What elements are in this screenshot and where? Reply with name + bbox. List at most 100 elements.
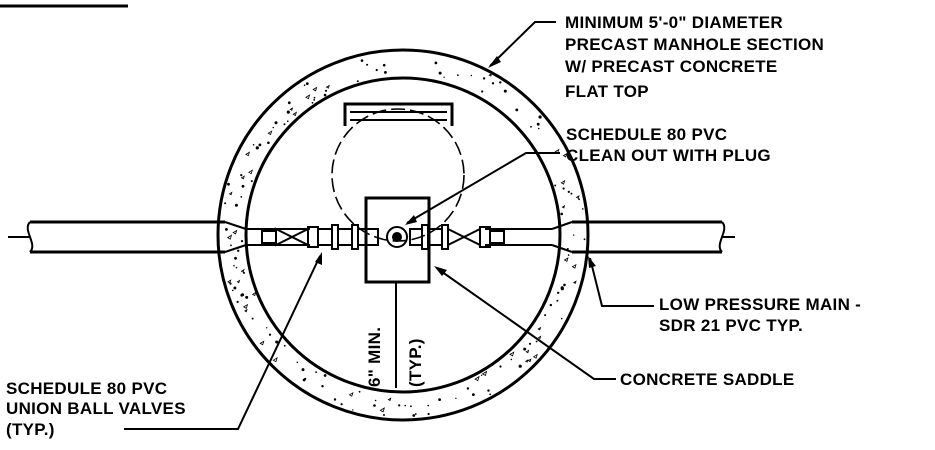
concrete-speckle <box>575 194 580 199</box>
concrete-speckle <box>556 299 559 302</box>
concrete-speckle <box>352 409 354 411</box>
concrete-speckle <box>561 204 566 209</box>
concrete-speckle <box>324 89 328 92</box>
concrete-speckle <box>562 187 565 190</box>
concrete-speckle <box>245 295 249 299</box>
concrete-speckle <box>560 317 563 320</box>
concrete-speckle <box>472 393 475 396</box>
concrete-speckle <box>233 286 237 290</box>
concrete-speckle <box>313 99 316 101</box>
concrete-speckle <box>255 146 259 150</box>
concrete-speckle <box>499 365 502 368</box>
concrete-speckle <box>563 283 566 287</box>
concrete-speckle <box>258 143 262 147</box>
concrete-speckle <box>259 340 265 346</box>
saddle-callout: CONCRETE SADDLE <box>620 370 795 389</box>
concrete-speckle <box>571 263 577 269</box>
concrete-speckle <box>578 198 580 201</box>
concrete-speckle <box>303 84 306 86</box>
concrete-speckle <box>283 344 286 347</box>
svg-text:LOW PRESSURE MAIN -: LOW PRESSURE MAIN - <box>659 295 861 314</box>
concrete-speckle <box>227 279 232 284</box>
concrete-speckle <box>560 286 564 290</box>
concrete-speckle <box>275 340 279 344</box>
concrete-speckle <box>549 303 552 307</box>
concrete-speckle <box>573 234 575 236</box>
concrete-speckle <box>538 115 542 119</box>
concrete-speckle <box>455 397 457 399</box>
concrete-speckle <box>333 398 337 401</box>
concrete-speckle <box>230 244 232 247</box>
concrete-speckle <box>240 240 244 243</box>
concrete-speckle <box>366 63 369 66</box>
concrete-speckle <box>226 234 233 240</box>
svg-text:CLEAN OUT WITH PLUG: CLEAN OUT WITH PLUG <box>566 146 771 165</box>
concrete-speckle <box>286 110 290 114</box>
concrete-speckle <box>312 86 318 92</box>
concrete-speckle <box>582 208 584 210</box>
concrete-speckle <box>443 76 445 79</box>
concrete-speckle <box>524 359 529 363</box>
concrete-speckle <box>528 342 532 345</box>
valves-callout: SCHEDULE 80 PVC UNION BALL VALVES (TYP.) <box>6 379 186 439</box>
concrete-speckle <box>272 357 278 363</box>
concrete-speckle <box>315 371 317 373</box>
concrete-speckle <box>438 71 442 75</box>
concrete-speckle <box>527 358 532 363</box>
svg-text:PRECAST MANHOLE SECTION: PRECAST MANHOLE SECTION <box>565 35 824 54</box>
concrete-speckle <box>489 393 491 396</box>
concrete-speckle <box>232 229 238 235</box>
concrete-speckle <box>537 326 542 331</box>
concrete-speckle <box>537 335 542 340</box>
concrete-speckle <box>487 389 490 392</box>
concrete-speckle <box>567 190 570 193</box>
concrete-speckle <box>235 266 238 269</box>
concrete-speckle <box>503 89 507 93</box>
concrete-speckle <box>321 385 324 388</box>
concrete-speckle <box>244 308 248 313</box>
concrete-speckle <box>236 300 239 303</box>
concrete-speckle <box>434 61 438 65</box>
concrete-speckle <box>240 175 245 180</box>
concrete-speckle <box>251 317 254 320</box>
concrete-speckle <box>438 398 441 401</box>
concrete-speckle <box>499 81 502 84</box>
concrete-speckle <box>296 361 299 364</box>
concrete-speckle <box>481 370 488 377</box>
concrete-speckle <box>491 82 495 85</box>
concrete-speckle <box>251 291 257 297</box>
concrete-speckle <box>267 141 270 145</box>
concrete-speckle <box>348 391 354 397</box>
dimension-6in-min <box>389 281 403 388</box>
union-ball-valve-assembly <box>261 224 505 250</box>
concrete-speckle <box>267 130 273 136</box>
concrete-speckle <box>384 71 387 74</box>
concrete-speckle <box>250 180 253 183</box>
concrete-speckle <box>236 279 241 284</box>
concrete-speckle <box>379 407 385 413</box>
concrete-speckle <box>241 184 245 188</box>
concrete-speckle <box>583 238 586 241</box>
concrete-speckle <box>323 93 327 97</box>
concrete-speckle <box>480 374 483 376</box>
svg-text:SDR 21 PVC TYP.: SDR 21 PVC TYP. <box>659 316 803 335</box>
concrete-speckle <box>470 74 473 77</box>
svg-text:(TYP.): (TYP.) <box>6 420 55 439</box>
concrete-speckle <box>325 84 330 89</box>
svg-text:CONCRETE SADDLE: CONCRETE SADDLE <box>620 370 795 389</box>
concrete-speckle <box>311 102 314 104</box>
concrete-speckle <box>252 144 255 146</box>
concrete-speckle <box>228 191 233 196</box>
concrete-speckle <box>234 203 238 207</box>
concrete-speckle <box>562 152 568 158</box>
concrete-speckle <box>427 412 430 416</box>
concrete-speckle <box>283 123 286 126</box>
concrete-speckle <box>557 291 560 294</box>
manhole-ring <box>216 48 590 422</box>
concrete-speckle <box>242 303 249 309</box>
dimension-typ-label: (TYP.) <box>406 338 425 387</box>
concrete-speckle <box>292 111 297 117</box>
concrete-speckle <box>410 405 412 408</box>
concrete-speckle <box>360 59 364 62</box>
